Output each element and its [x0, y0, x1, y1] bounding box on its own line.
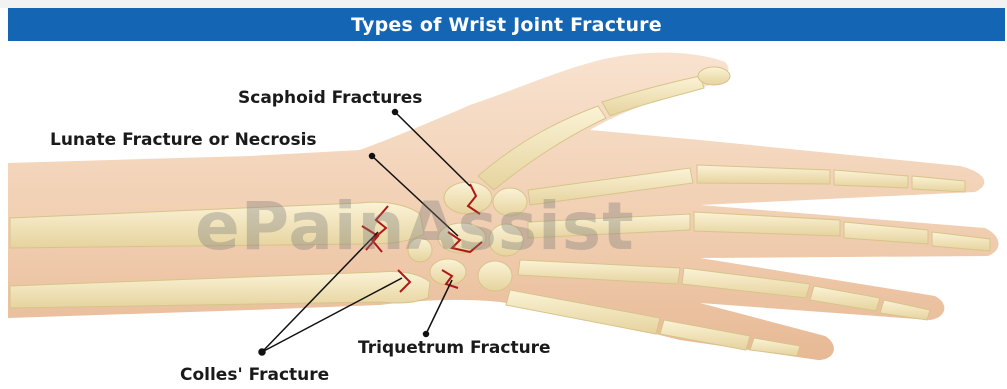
triquetrum-label: Triquetrum Fracture — [358, 338, 551, 358]
colles-label: Colles' Fracture — [180, 365, 329, 385]
lunate-label: Lunate Fracture or Necrosis — [50, 130, 317, 150]
scaphoid-label: Scaphoid Fractures — [238, 88, 422, 108]
watermark: ePainAssist — [195, 188, 635, 265]
